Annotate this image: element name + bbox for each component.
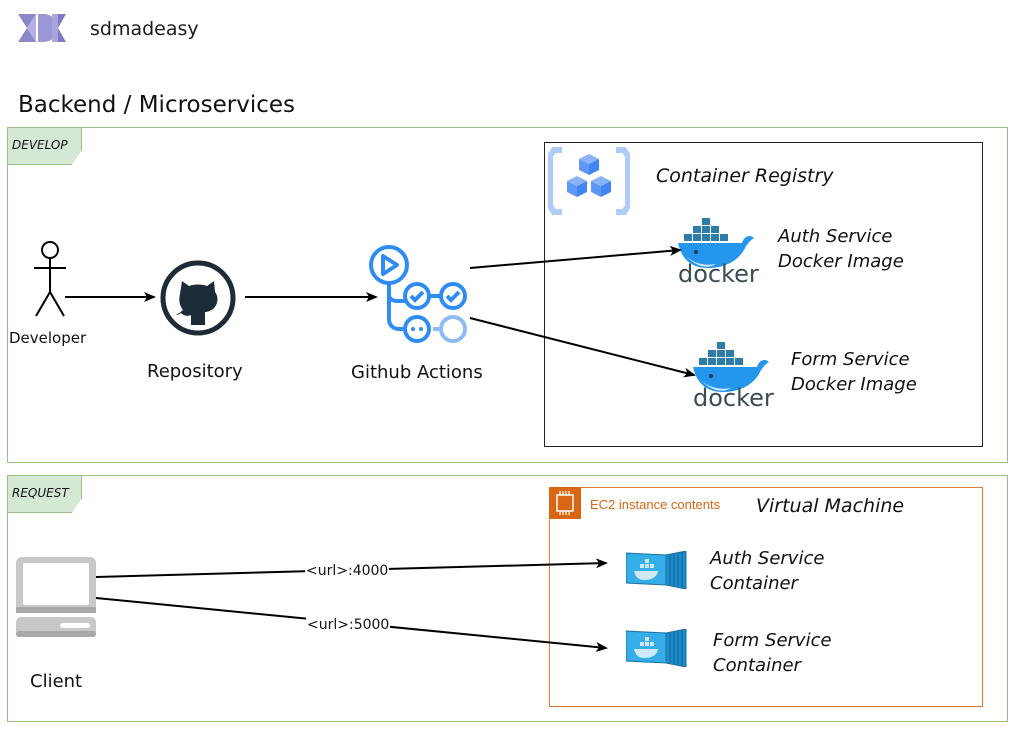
stick-figure-icon[interactable] <box>30 240 70 326</box>
form-docker-image-line1: Form Service <box>791 349 910 370</box>
developer-label: Developer <box>9 329 87 347</box>
edge-label-port-4000: <url>:4000 <box>305 563 390 579</box>
sdmadeasy-logo-icon <box>18 14 66 42</box>
auth-container-icon[interactable] <box>625 550 688 593</box>
container-registry-icon <box>547 146 631 220</box>
request-section-tag: REQUEST <box>8 476 82 513</box>
svg-text:docker: docker <box>678 260 759 286</box>
github-actions-label: Github Actions <box>351 362 483 383</box>
auth-container-label: Auth Service Container <box>710 546 824 596</box>
auth-container-line1: Auth Service <box>710 548 825 569</box>
repository-label: Repository <box>147 361 243 382</box>
page-title: Backend / Microservices <box>18 92 295 118</box>
form-container-icon[interactable] <box>625 628 688 671</box>
virtual-machine-box[interactable] <box>549 487 983 707</box>
form-container-label: Form Service Container <box>713 628 832 678</box>
auth-container-line2: Container <box>710 573 798 594</box>
auth-docker-image-line1: Auth Service <box>778 226 893 247</box>
arrow-actions-to-auth-image[interactable] <box>469 245 682 269</box>
computer-icon[interactable] <box>16 557 96 643</box>
brand-name: sdmadeasy <box>90 18 199 40</box>
form-docker-image-icon[interactable]: docker <box>691 338 775 414</box>
edge-label-port-5000: <url>:5000 <box>306 617 391 633</box>
ec2-instance-label: EC2 instance contents <box>590 497 721 512</box>
ec2-chip-icon <box>549 487 581 519</box>
auth-docker-image-line2: Docker Image <box>778 251 904 272</box>
container-registry-title: Container Registry <box>656 165 834 187</box>
auth-docker-image-icon[interactable]: docker <box>676 214 760 290</box>
form-docker-image-line2: Docker Image <box>791 374 917 395</box>
container-registry-box[interactable] <box>544 142 983 447</box>
develop-section-tag: DEVELOP <box>8 128 82 165</box>
virtual-machine-title: Virtual Machine <box>756 495 905 517</box>
client-label: Client <box>30 671 83 692</box>
github-actions-icon[interactable] <box>367 243 473 349</box>
github-icon[interactable] <box>159 259 237 341</box>
arrow-actions-to-form-image[interactable] <box>469 317 696 378</box>
form-container-line2: Container <box>713 655 801 676</box>
form-docker-image-label: Form Service Docker Image <box>791 347 917 397</box>
auth-docker-image-label: Auth Service Docker Image <box>778 224 904 274</box>
svg-text:docker: docker <box>693 384 774 410</box>
form-container-line1: Form Service <box>713 630 832 651</box>
